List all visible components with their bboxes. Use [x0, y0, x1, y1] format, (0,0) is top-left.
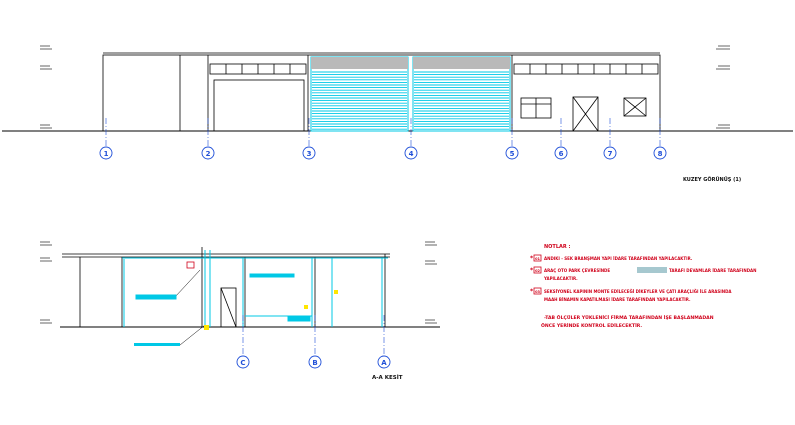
axis-bubble-8 — [653, 146, 667, 160]
note-3-code-box — [533, 287, 542, 295]
axis-bubble-a — [377, 355, 391, 369]
section-highlight — [304, 305, 308, 309]
sectional-doors — [310, 56, 511, 132]
axis-bubble-b — [308, 355, 322, 369]
notes-footer-line-2: ÖNCE YERİNDE KONTROL EDİLECEKTİR. — [541, 322, 642, 329]
section-highlight — [204, 325, 209, 330]
note-2-line-1: ARAÇ OTO PARK ÇEVRESİNDE — [544, 268, 610, 273]
axis-bubble-c — [236, 355, 250, 369]
axis-bubble-5 — [505, 146, 519, 160]
level-markers-right — [716, 45, 730, 129]
note-3-marker: * — [530, 288, 534, 295]
axis-label-1: 1 — [104, 150, 109, 158]
section-axis-labels: C B A — [240, 359, 387, 367]
notes-heading: NOTLAR : — [544, 244, 571, 250]
note-3-line-2: MAAH BİNAMIN KAPATILMASI İDARE TARAFINDA… — [544, 297, 691, 302]
door — [572, 96, 599, 132]
axis-bubble-7 — [603, 146, 617, 160]
north-elevation — [2, 45, 793, 132]
section-annotation-bar — [134, 343, 180, 346]
notes-block: NOTLAR : * 01 ANDIKI - SEK BRANŞMAN YAPI… — [530, 244, 757, 329]
axis-label-7: 7 — [608, 150, 613, 158]
section-level-markers-left — [40, 241, 52, 324]
axis-label-2: 2 — [206, 150, 211, 158]
axis-bubble-6 — [554, 146, 568, 160]
note-2-code: 02 — [535, 269, 540, 273]
section-door — [220, 287, 237, 328]
note-2-marker: * — [530, 267, 534, 274]
note-2-code-box — [533, 266, 542, 274]
section-level-markers-right — [425, 241, 437, 324]
note-2-line-3: YAPILACAKTIR. — [543, 276, 578, 281]
note-1-code: 01 — [535, 257, 540, 261]
axis-label-5: 5 — [510, 150, 515, 158]
axis-label-c: C — [240, 359, 245, 367]
note-marker-01 — [186, 261, 195, 269]
axis-bubble-2 — [201, 146, 215, 160]
section-aa — [40, 241, 440, 346]
note-3-code: 03 — [535, 290, 540, 294]
elevation-axis-labels: 1 2 3 4 5 6 7 8 — [104, 150, 663, 158]
level-markers-left — [40, 45, 52, 129]
elevation-axis-bubbles — [99, 146, 667, 160]
note-3-line-1: SEKSİYONEL KAPININ MONTE EDİLECEĞİ DİKEY… — [544, 289, 732, 294]
elevation-axis-lines — [105, 118, 661, 146]
section-highlight — [334, 290, 338, 294]
axis-label-3: 3 — [307, 150, 312, 158]
note-2-swatch — [637, 267, 667, 273]
notes-footer-line-1: -TAB ÖLÇÜLER YÜKLENİCİ FİRMA TARAFINDAN … — [544, 314, 714, 321]
note-2-line-2: TARAFI DEVAMLAR İDARE TARAFINDAN — [669, 268, 757, 273]
axis-label-6: 6 — [559, 150, 564, 158]
axis-label-a: A — [381, 359, 387, 367]
section-title: A-A KESİT — [372, 374, 403, 381]
section-cyan-elements — [122, 250, 388, 327]
axis-label-4: 4 — [409, 150, 414, 158]
axis-label-b: B — [312, 359, 317, 367]
section-axis-bubbles — [236, 355, 391, 369]
note-1-code-box — [533, 254, 542, 262]
axis-bubble-3 — [302, 146, 316, 160]
note-1-marker: * — [530, 255, 534, 262]
section-axis-lines — [242, 315, 385, 356]
axis-bubble-4 — [404, 146, 418, 160]
window — [623, 97, 647, 117]
axis-label-8: 8 — [658, 150, 663, 158]
axis-bubble-1 — [99, 146, 113, 160]
elevation-title: KUZEY GÖRÜNÜŞ (1) — [683, 176, 741, 183]
note-1-line-1: ANDIKI - SEK BRANŞMAN YAPI İDARE TARAFIN… — [544, 256, 693, 261]
